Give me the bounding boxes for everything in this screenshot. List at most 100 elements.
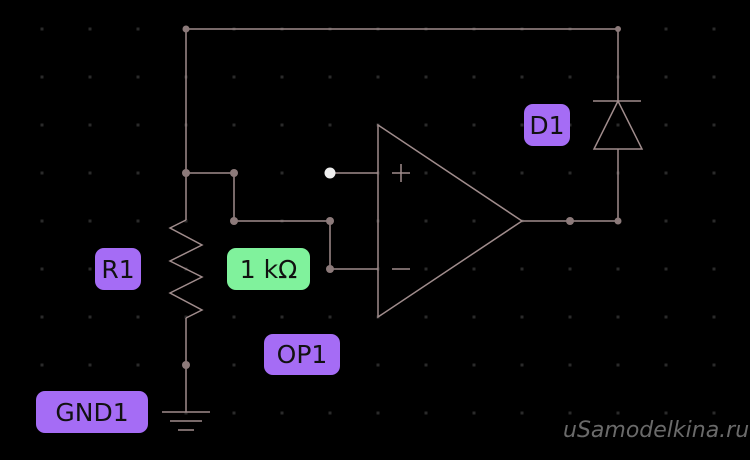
diode-d1[interactable] xyxy=(592,99,644,150)
grid-dot xyxy=(472,219,476,223)
grid-dot xyxy=(88,75,92,79)
grid-dot xyxy=(136,363,140,367)
grid-dot xyxy=(712,75,716,79)
grid-dot xyxy=(664,171,668,175)
grid-dot xyxy=(424,123,428,127)
grid-dot xyxy=(616,411,620,415)
grid-dot xyxy=(424,75,428,79)
grid-dot xyxy=(280,75,284,79)
label-r1[interactable]: R1 xyxy=(95,248,141,290)
grid-dot xyxy=(376,411,380,415)
grid-dot xyxy=(664,219,668,223)
grid-dot xyxy=(520,123,524,127)
grid-dot xyxy=(88,27,92,31)
grid-dot xyxy=(712,171,716,175)
grid-dot xyxy=(568,75,572,79)
grid-dot xyxy=(520,315,524,319)
grid-dot xyxy=(232,75,236,79)
grid-dot xyxy=(568,411,572,415)
wire-output[interactable] xyxy=(522,149,619,222)
label-d1[interactable]: D1 xyxy=(524,104,570,146)
label-r1-value[interactable]: 1 kΩ xyxy=(227,248,310,290)
grid-dot xyxy=(568,315,572,319)
grid-dot xyxy=(88,363,92,367)
label-op1[interactable]: OP1 xyxy=(264,334,340,375)
grid-dot xyxy=(40,123,44,127)
grid-dot xyxy=(280,315,284,319)
grid-dot xyxy=(280,123,284,127)
grid-dot xyxy=(568,123,572,127)
grid-dot xyxy=(520,171,524,175)
grid-dot xyxy=(40,75,44,79)
grid-dot xyxy=(664,315,668,319)
grid-dot xyxy=(424,171,428,175)
grid-dot xyxy=(664,123,668,127)
grid-dot xyxy=(328,123,332,127)
grid-dot xyxy=(136,27,140,31)
grid-dot xyxy=(232,315,236,319)
grid-dot xyxy=(616,363,620,367)
grid-dot xyxy=(712,315,716,319)
grid-dot xyxy=(88,123,92,127)
grid-dot xyxy=(472,315,476,319)
grid-dot xyxy=(520,363,524,367)
grid-dot xyxy=(328,411,332,415)
grid-dot xyxy=(472,363,476,367)
grid-dot xyxy=(136,219,140,223)
grid-dot xyxy=(712,27,716,31)
grid-dot xyxy=(424,219,428,223)
grid-dot xyxy=(664,363,668,367)
grid-dot xyxy=(712,411,716,415)
grid-dot xyxy=(616,267,620,271)
grid-dot xyxy=(616,315,620,319)
grid-dot xyxy=(40,267,44,271)
grid-dot xyxy=(88,219,92,223)
wire-top-feedback[interactable] xyxy=(185,28,619,220)
grid-dot xyxy=(232,411,236,415)
label-gnd1[interactable]: GND1 xyxy=(36,391,148,433)
ground-symbol[interactable] xyxy=(162,411,210,431)
grid-dot xyxy=(520,75,524,79)
grid-dot xyxy=(184,411,188,415)
opamp-op1[interactable] xyxy=(377,123,524,319)
grid-dot xyxy=(712,267,716,271)
grid-dot xyxy=(88,171,92,175)
grid-dot xyxy=(712,219,716,223)
grid-dot xyxy=(376,363,380,367)
grid-dot xyxy=(568,267,572,271)
grid-dot xyxy=(424,267,428,271)
junction-nodes xyxy=(182,25,622,369)
grid-dot xyxy=(136,315,140,319)
grid-dot xyxy=(376,75,380,79)
wires xyxy=(185,28,619,412)
grid-dot xyxy=(568,363,572,367)
grid-dot xyxy=(136,123,140,127)
grid-dot xyxy=(472,267,476,271)
wire-node-to-minus[interactable] xyxy=(186,172,378,270)
grid-dot xyxy=(40,219,44,223)
grid-dot xyxy=(664,27,668,31)
grid-dot xyxy=(424,315,428,319)
grid-dot xyxy=(184,219,188,223)
grid-dot xyxy=(520,411,524,415)
resistor-r1[interactable] xyxy=(168,219,204,319)
grid-dot xyxy=(472,123,476,127)
grid-dot xyxy=(520,267,524,271)
grid-dot xyxy=(40,27,44,31)
grid-dot xyxy=(472,75,476,79)
grid-dot xyxy=(184,315,188,319)
grid-dot xyxy=(712,123,716,127)
selected-pin[interactable] xyxy=(324,167,336,179)
grid-dot xyxy=(136,171,140,175)
grid-dot xyxy=(280,411,284,415)
grid-dot xyxy=(280,171,284,175)
grid-dot xyxy=(88,315,92,319)
grid-dot xyxy=(328,75,332,79)
grid-dot xyxy=(40,315,44,319)
grid-dot xyxy=(88,267,92,271)
grid-dot xyxy=(424,363,428,367)
grid-dot xyxy=(712,363,716,367)
grid-dot xyxy=(232,363,236,367)
